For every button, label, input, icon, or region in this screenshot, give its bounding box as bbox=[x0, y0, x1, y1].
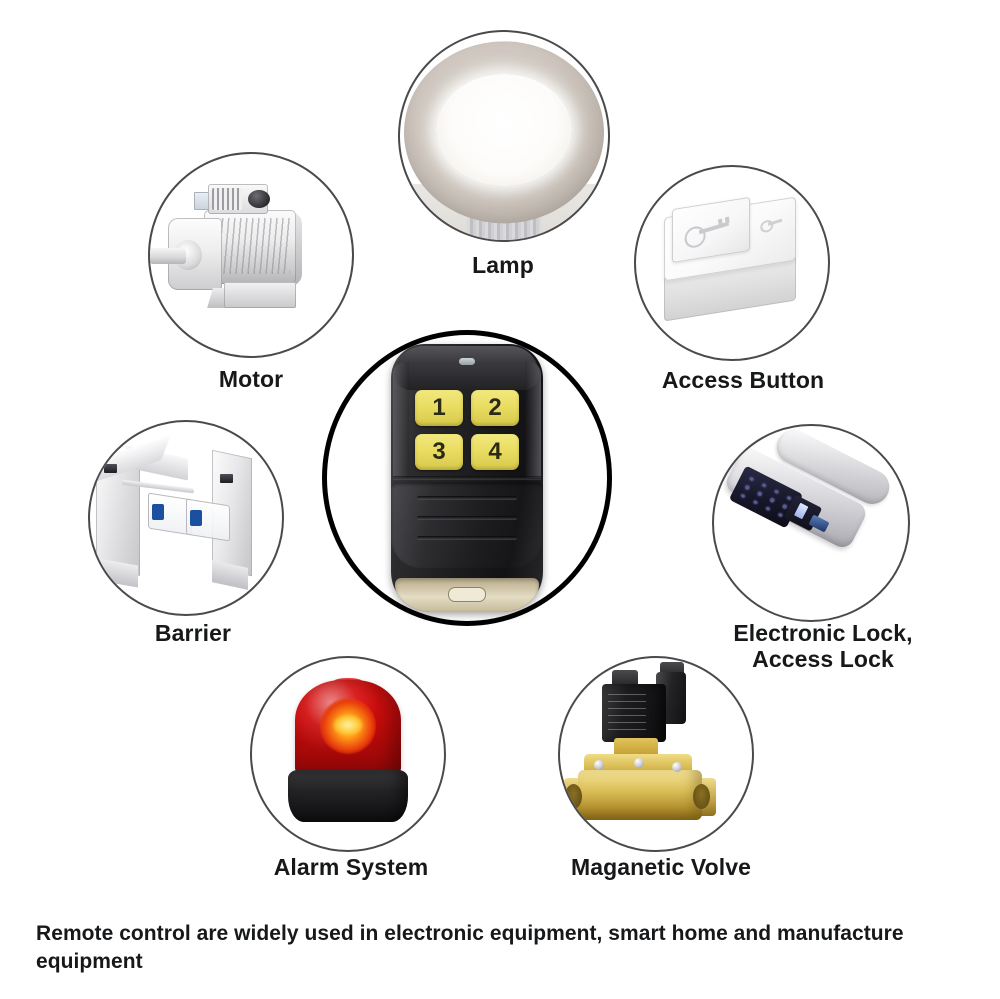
remote-control-highlight-circle[interactable]: 1 2 3 4 bbox=[322, 330, 612, 626]
remote-lower-body bbox=[391, 482, 543, 568]
product-node-alarm-system[interactable]: Alarm System bbox=[236, 656, 466, 896]
remote-button-2[interactable]: 2 bbox=[471, 390, 519, 426]
remote-led-icon bbox=[459, 358, 475, 365]
remote-shell: 1 2 3 4 bbox=[391, 344, 543, 612]
product-node-barrier[interactable]: Barrier bbox=[78, 420, 308, 670]
swing-barrier-gate-icon bbox=[90, 422, 282, 614]
product-node-motor[interactable]: Motor bbox=[136, 152, 366, 412]
electronic-access-lock-icon bbox=[714, 426, 908, 620]
remote-groove-2 bbox=[417, 516, 517, 520]
magnetic-valve-bubble bbox=[558, 656, 754, 852]
exit-button-icon bbox=[636, 167, 828, 359]
remote-button-4[interactable]: 4 bbox=[471, 434, 519, 470]
product-node-access-button[interactable]: Access Button bbox=[618, 165, 868, 415]
remote-bottom-cap bbox=[395, 578, 539, 612]
footer-caption: Remote control are widely used in electr… bbox=[36, 922, 904, 973]
remote-seam bbox=[393, 476, 541, 480]
barrier-bubble bbox=[88, 420, 284, 616]
product-label-access-button: Access Button bbox=[661, 367, 825, 393]
solenoid-valve-icon bbox=[560, 658, 752, 850]
product-label-motor: Motor bbox=[218, 366, 284, 392]
product-node-lamp[interactable]: Lamp bbox=[378, 30, 628, 300]
remote-control-device[interactable]: 1 2 3 4 bbox=[391, 344, 543, 612]
remote-groove-3 bbox=[417, 536, 517, 540]
remote-keypad[interactable]: 1 2 3 4 bbox=[415, 390, 519, 470]
alarm-bubble bbox=[250, 656, 446, 852]
product-label-alarm-system: Alarm System bbox=[273, 854, 429, 880]
product-label-lamp: Lamp bbox=[472, 252, 534, 278]
product-node-magnetic-valve[interactable]: Maganetic Volve bbox=[536, 656, 786, 896]
remote-side-left bbox=[393, 362, 409, 478]
remote-side-right bbox=[525, 362, 541, 478]
remote-button-1[interactable]: 1 bbox=[415, 390, 463, 426]
remote-top-cap bbox=[395, 346, 539, 390]
motor-bubble bbox=[148, 152, 354, 358]
lamp-bubble bbox=[398, 30, 610, 242]
electronic-lock-bubble bbox=[712, 424, 910, 622]
remote-button-3[interactable]: 3 bbox=[415, 434, 463, 470]
product-label-magnetic-valve: Maganetic Volve bbox=[570, 854, 752, 880]
ceiling-lamp-icon bbox=[400, 32, 608, 240]
product-label-electronic-lock: Electronic Lock, Access Lock bbox=[733, 620, 913, 673]
access-button-bubble bbox=[634, 165, 830, 361]
product-node-electronic-lock[interactable]: Electronic Lock, Access Lock bbox=[698, 424, 948, 704]
remote-keyring-slot-icon bbox=[448, 587, 486, 602]
remote-groove-1 bbox=[417, 496, 517, 500]
product-label-barrier: Barrier bbox=[154, 620, 232, 646]
electric-motor-icon bbox=[150, 154, 352, 356]
alarm-beacon-icon bbox=[252, 658, 444, 850]
